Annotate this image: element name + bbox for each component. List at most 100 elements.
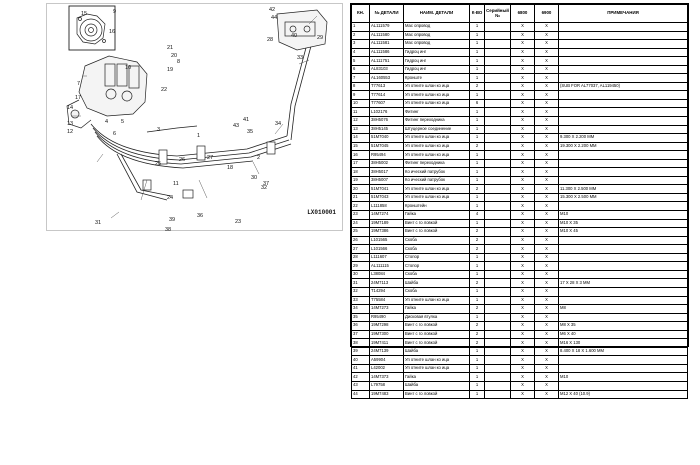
cell-item: 31 [351, 278, 370, 288]
cell-item: 11 [351, 107, 370, 117]
cell-item: 27 [351, 244, 370, 254]
cell-item: 21 [351, 192, 370, 203]
cell-6900: X [534, 175, 559, 186]
cell-6800: X [510, 252, 535, 263]
callout-number: 2 [257, 155, 260, 161]
cell-part-number: L102176 [369, 107, 404, 117]
cell-qty: 1 [469, 312, 485, 323]
cell-serial [484, 167, 511, 177]
col-header-serial: Серийный № [484, 4, 511, 23]
cell-6800: X [510, 167, 535, 177]
cell-qty: 1 [469, 124, 485, 135]
callout-number: 28 [267, 37, 273, 43]
cell-6900: X [534, 22, 559, 32]
cell-item: 33 [351, 295, 370, 306]
cell-part-number: AL111580 [369, 30, 404, 41]
cell-serial [484, 304, 511, 314]
col-header-item: КН. [351, 4, 370, 23]
cell-item: 8 [351, 81, 370, 92]
cell-part-name: Уп отните шлан ко ица [403, 98, 470, 109]
callout-number: 26 [179, 157, 185, 163]
cell-notes: M10 X 35 [558, 218, 688, 229]
cell-part-number: L38084 [369, 269, 404, 280]
cell-serial [484, 372, 511, 382]
cell-qty: 2 [469, 81, 485, 92]
callout-number: 43 [233, 123, 239, 129]
cell-part-number: 19M7411 [369, 338, 404, 348]
cell-6800: X [510, 150, 535, 160]
cell-serial [484, 175, 511, 186]
cell-6800: X [510, 56, 535, 66]
cell-serial [484, 210, 511, 220]
cell-qty: 1 [469, 175, 485, 186]
cell-serial [484, 47, 511, 58]
cell-item: 12 [351, 116, 370, 126]
cell-notes [558, 355, 688, 365]
cell-qty: 2 [469, 184, 485, 194]
cell-serial [484, 81, 511, 92]
cell-part-name: Фитинг переходника [403, 116, 470, 126]
cell-6800: X [510, 64, 535, 75]
cell-serial [484, 355, 511, 365]
callout-number: 41 [243, 117, 249, 123]
cell-notes [558, 47, 688, 58]
cell-part-number: AL160553 [369, 73, 404, 83]
cell-notes [558, 244, 688, 254]
cell-6900: X [534, 329, 559, 340]
cell-6900: X [534, 363, 559, 374]
callout-number: 18 [227, 165, 233, 171]
cell-item: 3 [351, 39, 370, 49]
cell-6900: X [534, 47, 559, 58]
cell-6800: X [510, 218, 535, 229]
cell-6900: X [534, 210, 559, 220]
cell-part-name: Скоба [403, 244, 470, 254]
cell-6900: X [534, 116, 559, 126]
cell-serial [484, 158, 511, 169]
cell-serial [484, 30, 511, 41]
callout-number: 3 [157, 127, 160, 133]
cell-qty: 2 [469, 329, 485, 340]
cell-part-number: R95490 [369, 312, 404, 323]
cell-serial [484, 184, 511, 194]
callout-number: 25 [155, 161, 161, 167]
cell-6900: X [534, 304, 559, 314]
cell-qty: 1 [469, 355, 485, 365]
cell-part-number: L101565 [369, 235, 404, 246]
cell-notes: M16 X 130 [558, 338, 688, 348]
cell-qty: 2 [469, 235, 485, 246]
cell-part-number: T77613 [369, 81, 404, 92]
cell-serial [484, 321, 511, 331]
cell-part-name: Мас опровод [403, 30, 470, 41]
callout-number: 5 [121, 119, 124, 125]
callout-number: 6 [113, 131, 116, 137]
callout-number: 30 [251, 175, 257, 181]
cell-part-name: Уп отните шлан ко ица [403, 184, 470, 194]
cell-notes [558, 39, 688, 49]
cell-qty: 1 [469, 90, 485, 100]
cell-6800: X [510, 30, 535, 41]
cell-6800: X [510, 47, 535, 58]
cell-qty: 1 [469, 116, 485, 126]
cell-part-number: T75584 [369, 295, 404, 306]
cell-6800: X [510, 90, 535, 100]
cell-serial [484, 39, 511, 49]
cell-notes: 9.300 X 2.200 MM [558, 133, 688, 143]
cell-6900: X [534, 372, 559, 382]
cell-item: 44 [351, 389, 370, 400]
callout-number: 36 [197, 213, 203, 219]
callout-number: 4 [105, 119, 108, 125]
cell-item: 43 [351, 380, 370, 391]
cell-part-name: Уп отните шлан ко ица [403, 192, 470, 203]
cell-qty: 2 [469, 244, 485, 254]
cell-part-number: A59904 [369, 355, 404, 365]
